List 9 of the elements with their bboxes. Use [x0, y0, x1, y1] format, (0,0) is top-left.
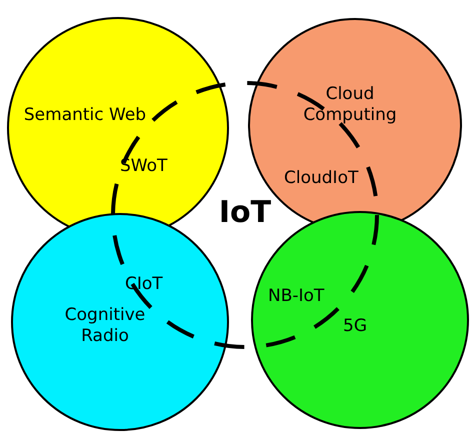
circle-label: Semantic Web	[22, 105, 148, 126]
circle-label: Cognitive Radio	[64, 305, 146, 347]
circle-label: 5G	[342, 316, 368, 337]
circle-label: Cloud Computing	[302, 84, 398, 126]
overlap-label: NB-IoT	[268, 286, 324, 306]
overlap-label: SWoT	[120, 156, 168, 176]
overlap-label: CIoT	[125, 274, 163, 294]
circle-label: IoT	[218, 196, 272, 230]
overlap-label: CloudIoT	[284, 168, 358, 188]
